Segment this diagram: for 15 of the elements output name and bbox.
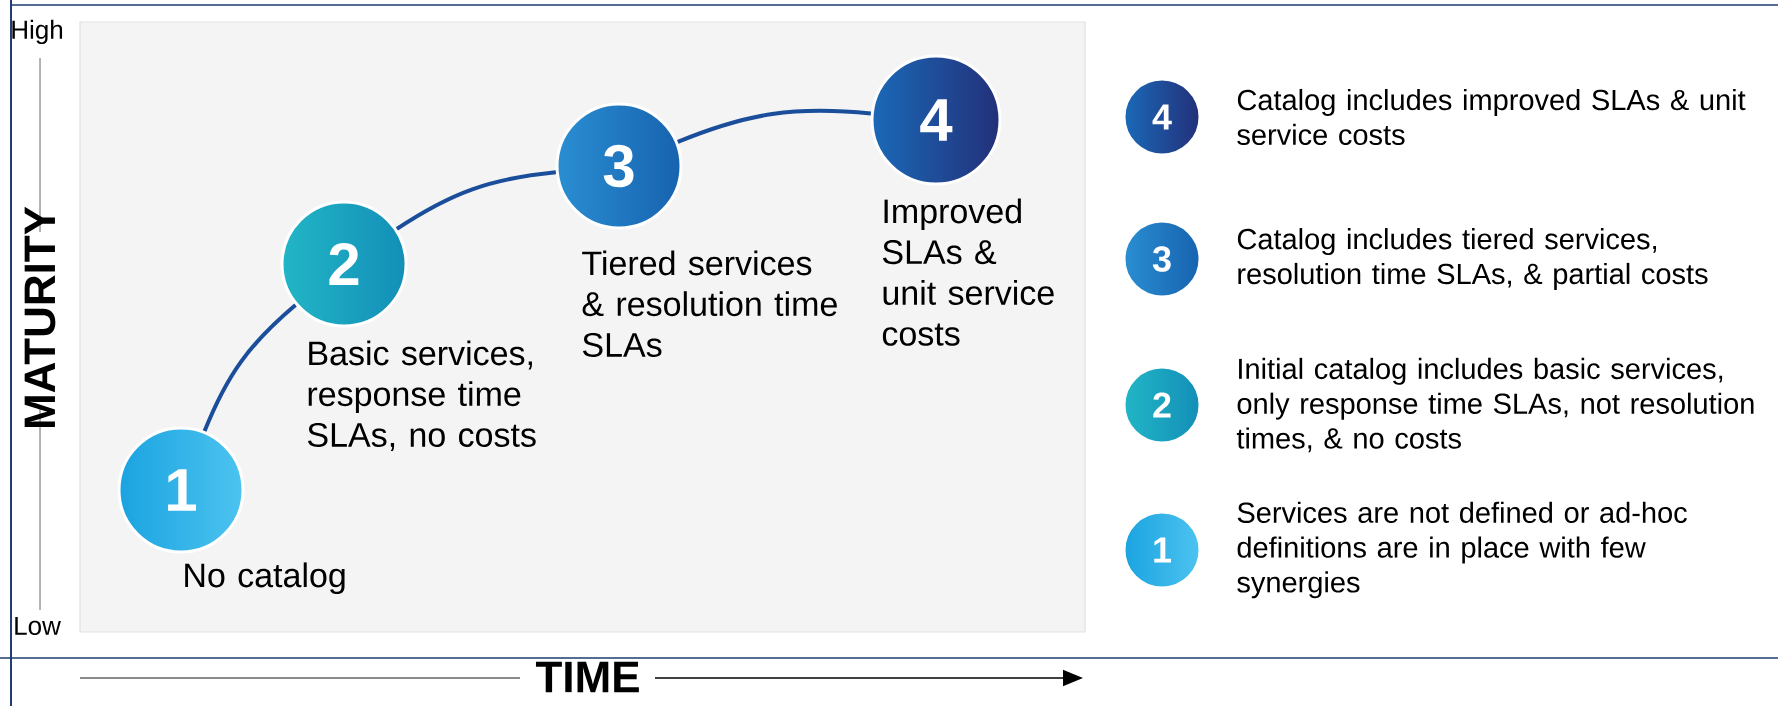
step-caption: Services are not defined or ad-hoc definitions are in place with few synergies	[1237, 501, 1687, 599]
step-caption: Tiered services & resolution time SLAs	[582, 250, 837, 357]
step-caption: Catalog includes improved SLAs & unit service costs	[1237, 88, 1746, 146]
axis-label: Low	[15, 616, 61, 636]
curve-line	[395, 170, 557, 231]
curve-line	[202, 303, 297, 432]
axis-label: High	[12, 19, 63, 45]
step-caption: Basic services, response time SLAs, no costs	[307, 340, 536, 451]
step-caption: No catalog	[185, 562, 345, 595]
axis-title: TIME	[535, 661, 639, 693]
step-caption: Catalog includes tiered services, resolution time SLAs, & partial costs	[1237, 228, 1708, 290]
step-caption: Initial catalog includes basic services, only response time SLAs, not resolution times, & no costs	[1236, 357, 1754, 453]
curve-line	[677, 108, 871, 144]
step-caption: Improved SLAs & unit service costs	[882, 198, 1054, 346]
axis-title: MATURITY	[24, 206, 56, 428]
